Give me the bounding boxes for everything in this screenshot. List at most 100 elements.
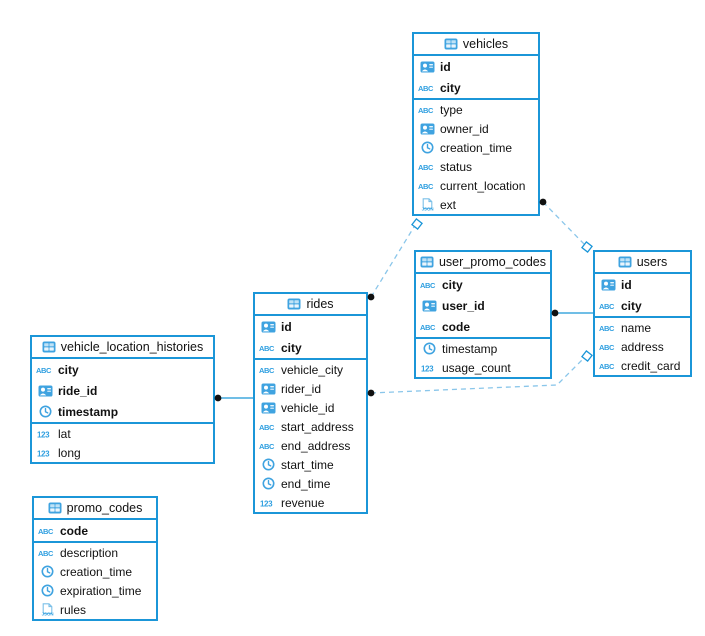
svg-text:123: 123 <box>260 499 273 508</box>
column-label: user_id <box>442 298 485 313</box>
column-label: usage_count <box>442 360 511 375</box>
table-header-user_promo_codes[interactable]: user_promo_codes <box>416 252 550 274</box>
column-label: end_time <box>281 476 331 491</box>
column-label: description <box>60 545 119 560</box>
column-id[interactable]: id <box>255 316 366 337</box>
svg-text:ABC: ABC <box>599 362 615 371</box>
column-label: rules <box>60 602 87 617</box>
many-end-dot-icon <box>367 293 375 301</box>
column-label: creation_time <box>440 140 513 155</box>
json-icon: JSON <box>418 198 436 211</box>
svg-text:ABC: ABC <box>420 281 436 290</box>
clock-icon <box>420 342 438 355</box>
table-title: users <box>636 255 668 269</box>
id-card-icon <box>259 402 277 414</box>
column-rules[interactable]: JSON rules <box>34 600 156 619</box>
one-end-diamond-icon <box>581 241 593 253</box>
column-label: id <box>440 59 451 74</box>
one-end-diamond-icon <box>581 350 593 362</box>
column-timestamp[interactable]: timestamp <box>32 401 213 422</box>
column-label: creation_time <box>60 564 133 579</box>
column-rider_id[interactable]: rider_id <box>255 379 366 398</box>
relationship-vehicle-location-histories-to-rides[interactable] <box>214 394 253 402</box>
column-end_time[interactable]: end_time <box>255 474 366 493</box>
table-header-promo_codes[interactable]: promo_codes <box>34 498 156 520</box>
column-description[interactable]: ABC description <box>34 543 156 562</box>
table-header-rides[interactable]: rides <box>255 294 366 316</box>
text-icon: ABC <box>259 441 277 451</box>
svg-text:ABC: ABC <box>418 84 434 93</box>
table-title: user_promo_codes <box>438 255 546 269</box>
text-icon: ABC <box>418 105 436 115</box>
relationship-user-promo-codes-to-users[interactable] <box>551 309 593 317</box>
svg-text:JSON: JSON <box>41 612 53 616</box>
column-ride_id[interactable]: ride_id <box>32 380 213 401</box>
text-icon: ABC <box>599 323 617 333</box>
table-header-vehicles[interactable]: vehicles <box>414 34 538 56</box>
id-card-icon <box>599 279 617 291</box>
column-label: timestamp <box>442 341 498 356</box>
text-icon: ABC <box>599 342 617 352</box>
column-label: id <box>281 319 292 334</box>
column-id[interactable]: id <box>595 274 690 295</box>
column-expiration_time[interactable]: expiration_time <box>34 581 156 600</box>
svg-text:ABC: ABC <box>599 343 615 352</box>
relationship-line[interactable] <box>370 226 415 298</box>
svg-text:ABC: ABC <box>259 344 275 353</box>
column-label: rider_id <box>281 381 322 396</box>
table-icon <box>420 256 434 268</box>
column-creation_time[interactable]: creation_time <box>34 562 156 581</box>
column-label: id <box>621 277 632 292</box>
relationship-line[interactable] <box>542 201 586 246</box>
column-start_time[interactable]: start_time <box>255 455 366 474</box>
relationship-vehicles-to-users[interactable] <box>539 198 593 253</box>
one-end-diamond-icon <box>411 218 423 230</box>
column-id[interactable]: id <box>414 56 538 77</box>
table-header-vehicle_location_histories[interactable]: vehicle_location_histories <box>32 337 213 359</box>
column-timestamp[interactable]: timestamp <box>416 339 550 358</box>
column-revenue[interactable]: 123 revenue <box>255 493 366 512</box>
svg-text:ABC: ABC <box>38 549 54 558</box>
column-creation_time[interactable]: creation_time <box>414 138 538 157</box>
text-icon: ABC <box>38 548 56 558</box>
column-user_id[interactable]: user_id <box>416 295 550 316</box>
column-label: start_address <box>281 419 354 434</box>
column-vehicle_id[interactable]: vehicle_id <box>255 398 366 417</box>
clock-icon <box>418 141 436 154</box>
column-label: revenue <box>281 495 325 510</box>
column-owner_id[interactable]: owner_id <box>414 119 538 138</box>
text-icon: ABC <box>599 361 617 371</box>
table-header-users[interactable]: users <box>595 252 690 274</box>
svg-text:ABC: ABC <box>418 182 434 191</box>
